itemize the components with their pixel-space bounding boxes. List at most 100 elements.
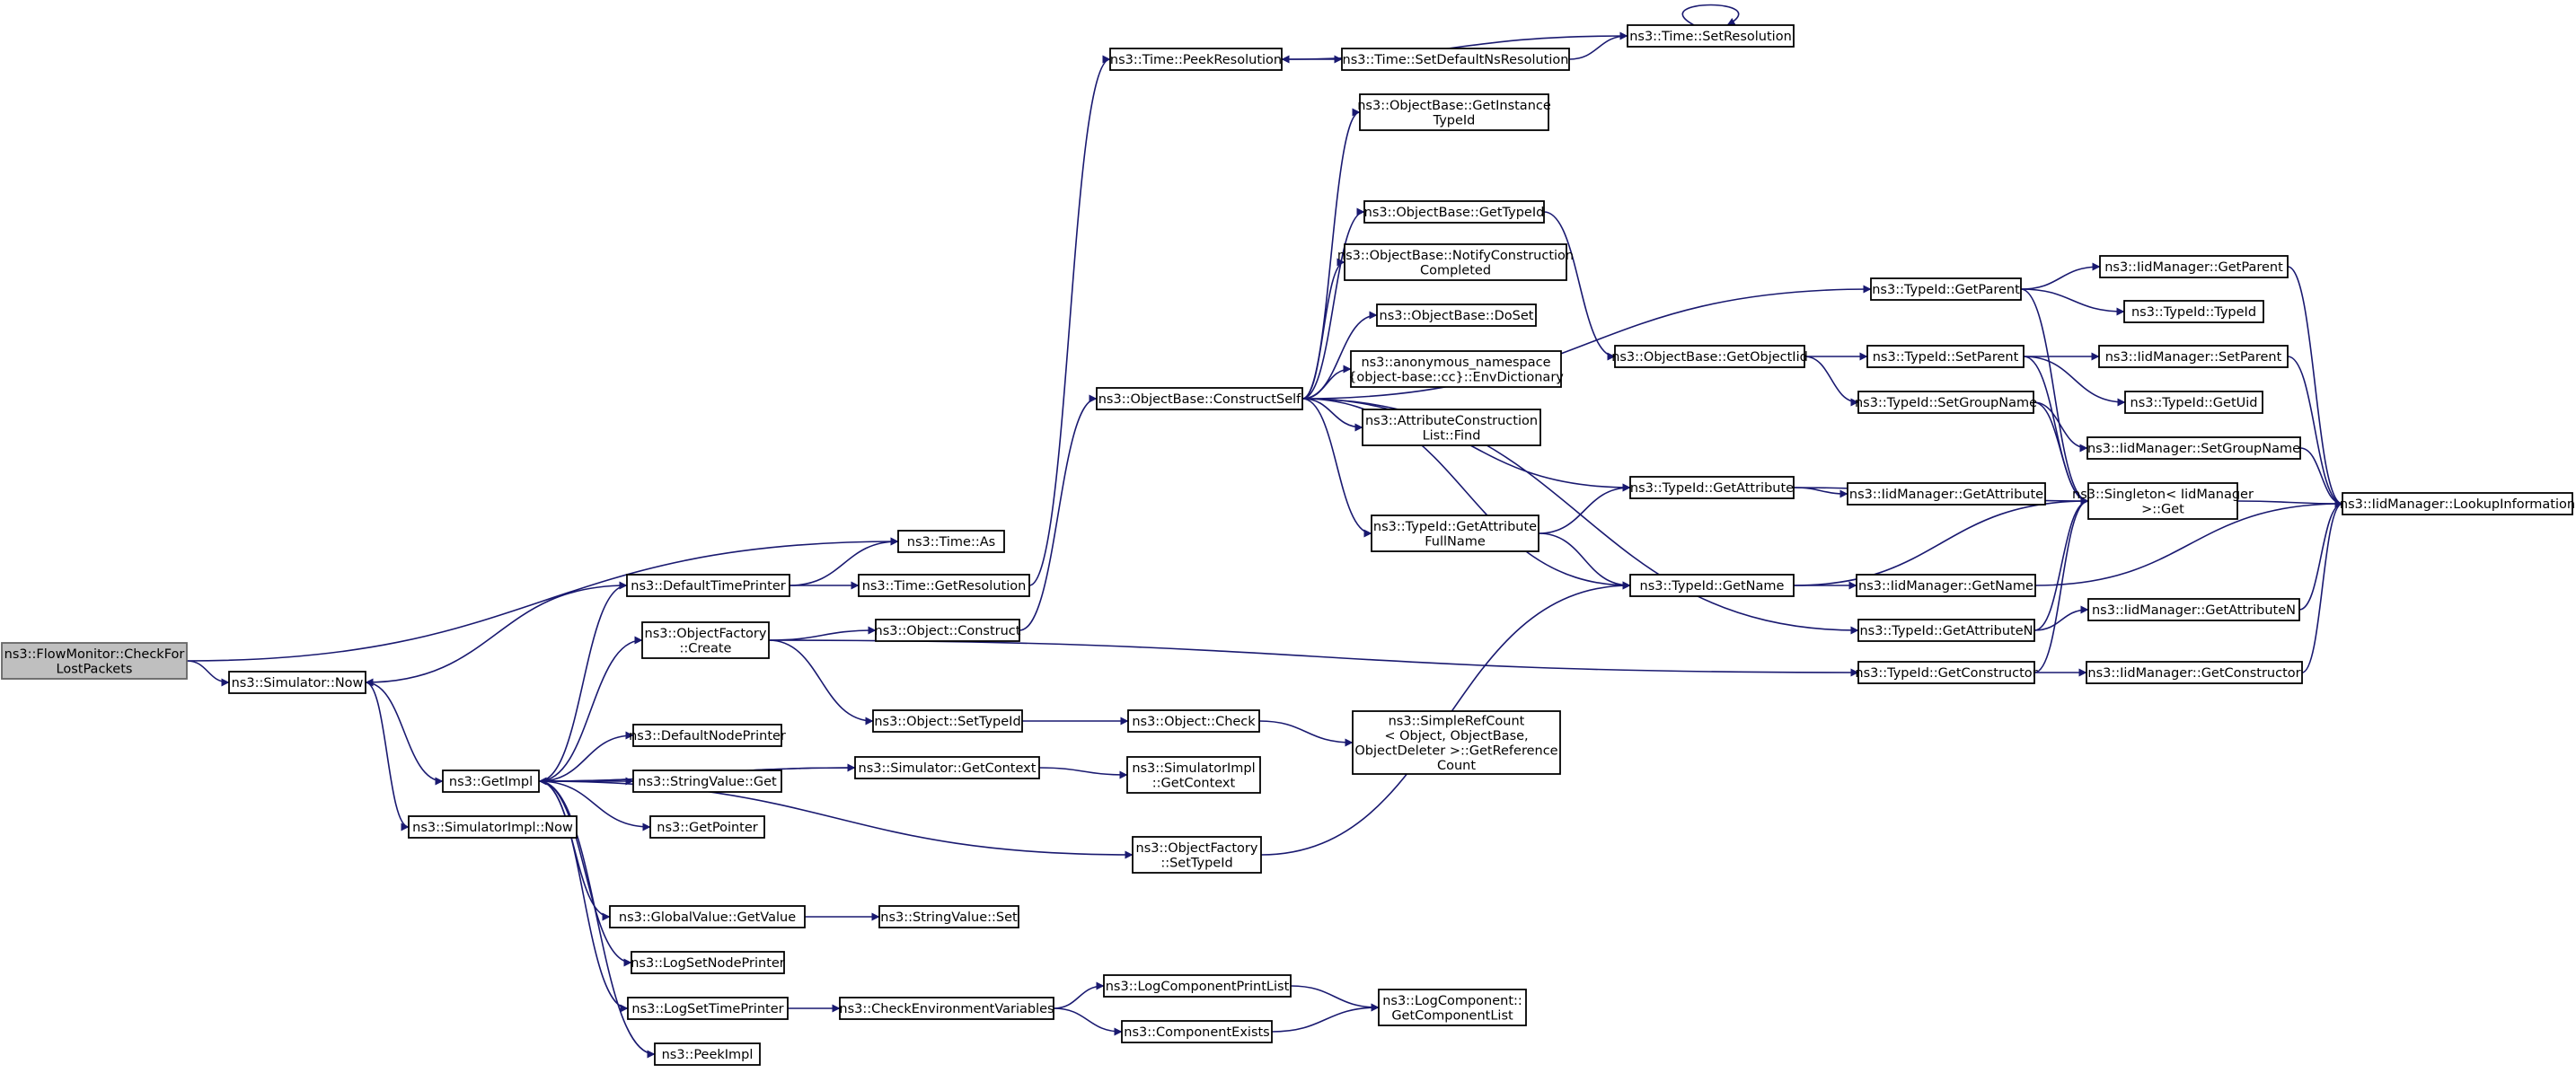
node-n46[interactable]: ns3::GetPointer: [649, 815, 765, 839]
node-n36[interactable]: ns3::IidManager::GetAttributeN: [2087, 598, 2300, 621]
node-box: [872, 709, 1023, 733]
node-n52[interactable]: ns3::CheckEnvironmentVariables: [839, 997, 1054, 1020]
node-n17[interactable]: ns3::anonymous_namespace{object-base::cc…: [1348, 350, 1564, 388]
node-box: [1857, 619, 2035, 642]
node-n12[interactable]: ns3::ObjectBase::ConstructSelf: [1096, 387, 1303, 410]
node-n45[interactable]: ns3::StringValue::Get: [632, 770, 782, 793]
node-n4[interactable]: ns3::SimulatorImpl::Now: [408, 815, 578, 839]
node-box: [1378, 989, 1527, 1026]
edge-n0-n2: [186, 660, 230, 687]
node-label: ns3::anonymous_namespace: [1361, 356, 1550, 370]
node-n53[interactable]: ns3::LogComponentPrintList: [1103, 974, 1292, 998]
node-label: ns3::TypeId::TypeId: [2131, 305, 2256, 320]
edge-n5-n1: [789, 537, 899, 586]
edge-n21-n28: [2020, 262, 2101, 290]
node-n23[interactable]: ns3::TypeId::SetGroupName: [1855, 391, 2037, 414]
node-label: ns3::SimulatorImpl::Now: [412, 821, 573, 835]
node-box: [1344, 243, 1567, 281]
node-n28[interactable]: ns3::IidManager::GetParent: [2099, 255, 2289, 278]
node-n30[interactable]: ns3::IidManager::SetParent: [2098, 345, 2289, 368]
node-n21[interactable]: ns3::TypeId::GetParent: [1870, 277, 2022, 301]
node-n33[interactable]: ns3::Singleton< IidManager>::Get: [2072, 482, 2254, 520]
node-n9[interactable]: ns3::Time::SetResolution: [1627, 24, 1795, 48]
node-n48[interactable]: ns3::GlobalValue::GetValue: [609, 905, 806, 928]
node-n41[interactable]: ns3::SimpleRefCount< Object, ObjectBase,…: [1352, 710, 1561, 775]
node-n20[interactable]: ns3::ObjectBase::GetObjectIid: [1611, 345, 1808, 368]
node-n35[interactable]: ns3::IidManager::GetName: [1856, 574, 2036, 597]
node-n15[interactable]: ns3::ObjectBase::NotifyConstructionCompl…: [1337, 243, 1574, 281]
node-n3[interactable]: ns3::GetImpl: [442, 770, 540, 793]
node-n31[interactable]: ns3::TypeId::GetUid: [2124, 391, 2263, 414]
edge-n3-n42: [538, 731, 634, 782]
node-box: [632, 724, 782, 747]
node-n43[interactable]: ns3::Simulator::GetContext: [854, 756, 1040, 779]
node-n5[interactable]: ns3::DefaultTimePrinter: [626, 574, 790, 597]
node-n11[interactable]: ns3::Object::Construct: [875, 619, 1021, 642]
edge-n6-n7: [1028, 55, 1111, 586]
node-label: ns3::PeekImpl: [662, 1048, 754, 1062]
node-box: [1371, 515, 1539, 552]
edge-n12-n21: [1301, 285, 1872, 400]
node-n27[interactable]: ns3::TypeId::GetConstructor: [1855, 661, 2038, 684]
node-box: [1629, 574, 1795, 597]
node-box: [2086, 436, 2301, 460]
node-box: [654, 1042, 761, 1066]
node-n34[interactable]: ns3::IidManager::GetAttribute: [1847, 482, 2046, 506]
node-label: ns3::TypeId::GetUid: [2130, 396, 2258, 410]
node-n50[interactable]: ns3::LogSetNodePrinter: [631, 951, 785, 974]
node-n25[interactable]: ns3::TypeId::GetName: [1629, 574, 1795, 597]
node-n26[interactable]: ns3::TypeId::GetAttributeN: [1857, 619, 2035, 642]
node-n10[interactable]: ns3::ObjectFactory::Create: [641, 621, 770, 659]
node-label: ns3::IidManager::GetAttributeN: [2092, 603, 2296, 618]
node-n32[interactable]: ns3::IidManager::SetGroupName: [2086, 436, 2301, 460]
node-box: [408, 815, 578, 839]
node-n22[interactable]: ns3::TypeId::SetParent: [1866, 345, 2025, 368]
node-n29[interactable]: ns3::TypeId::TypeId: [2123, 300, 2264, 323]
node-label: LostPackets: [57, 662, 133, 676]
node-box: [2087, 598, 2300, 621]
node-n16[interactable]: ns3::ObjectBase::DoSet: [1376, 303, 1537, 327]
node-box: [1857, 661, 2035, 684]
edge-n5-n2: [365, 585, 628, 687]
edge-n3-n5: [538, 581, 628, 782]
node-n44[interactable]: ns3::SimulatorImpl::GetContext: [1126, 756, 1261, 794]
edge-n24-n34: [1793, 487, 1848, 498]
node-box: [1362, 409, 1541, 446]
node-n1[interactable]: ns3::Time::As: [897, 530, 1005, 553]
node-n14[interactable]: ns3::ObjectBase::GetTypeId: [1363, 200, 1545, 224]
node-n8[interactable]: ns3::Time::SetDefaultNsResolution: [1341, 48, 1570, 71]
node-n40[interactable]: ns3::Object::Check: [1127, 709, 1260, 733]
node-n56[interactable]: ns3::PeekImpl: [654, 1042, 761, 1066]
node-n7[interactable]: ns3::Time::PeekResolution: [1109, 48, 1283, 71]
node-n55[interactable]: ns3::LogComponent::GetComponentList: [1378, 989, 1527, 1026]
node-n47[interactable]: ns3::ObjectFactory::SetTypeId: [1132, 836, 1262, 874]
node-n49[interactable]: ns3::StringValue::Set: [878, 905, 1019, 928]
node-n6[interactable]: ns3::Time::GetResolution: [858, 574, 1030, 597]
edge-n30-n38: [2287, 356, 2343, 508]
node-label: ns3::IidManager::GetName: [1858, 579, 2033, 594]
edge-n52-n53: [1053, 981, 1105, 1009]
edge-n10-n39: [768, 639, 874, 726]
edge-n11-n12: [1019, 394, 1098, 631]
node-n37[interactable]: ns3::IidManager::GetConstructor: [2086, 661, 2303, 684]
node-label: ns3::Time::GetResolution: [862, 579, 1027, 594]
node-n39[interactable]: ns3::Object::SetTypeId: [872, 709, 1023, 733]
node-box: [1359, 93, 1549, 131]
node-box: [2098, 345, 2289, 368]
node-n38[interactable]: ns3::IidManager::LookupInformation: [2340, 492, 2575, 515]
edge-n10-n11: [768, 626, 877, 641]
node-box: [1341, 48, 1570, 71]
node-n24[interactable]: ns3::TypeId::GetAttribute: [1629, 476, 1795, 499]
node-n42[interactable]: ns3::DefaultNodePrinter: [629, 724, 786, 747]
edge-n9-n9: [1681, 4, 1740, 26]
node-n2[interactable]: ns3::Simulator::Now: [228, 671, 366, 694]
edge-n19-n24: [1538, 483, 1631, 534]
edge-n3-n10: [538, 636, 643, 782]
node-n51[interactable]: ns3::LogSetTimePrinter: [627, 997, 789, 1020]
node-n54[interactable]: ns3::ComponentExists: [1121, 1020, 1273, 1043]
node-box: [839, 997, 1054, 1020]
